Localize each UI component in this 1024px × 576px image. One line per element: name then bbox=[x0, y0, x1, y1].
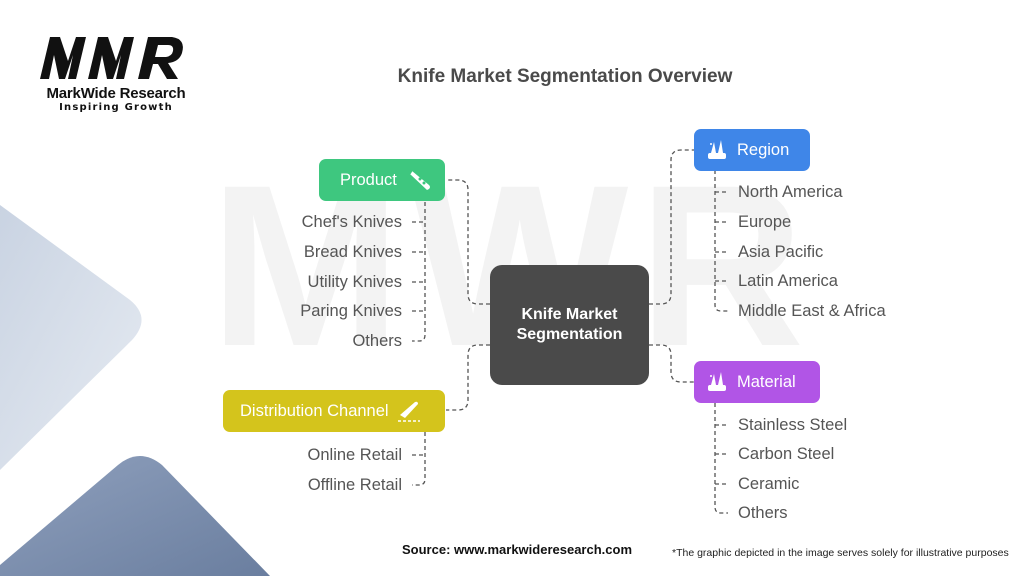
brand-logo: MarkWide Research Inspiring Growth bbox=[38, 33, 194, 113]
link-center-region bbox=[649, 149, 694, 305]
bg-shape-dark bbox=[0, 456, 270, 576]
region-item-4: Latin America bbox=[738, 272, 838, 290]
knife-slice-icon bbox=[397, 401, 420, 422]
source-text: Source: www.markwideresearch.com bbox=[402, 542, 633, 557]
link-distribution-items bbox=[412, 432, 426, 486]
branch-product: Product bbox=[319, 159, 445, 201]
branch-product-label: Product bbox=[340, 170, 397, 189]
branch-region: Region bbox=[694, 129, 810, 171]
knife-icon bbox=[409, 170, 430, 190]
multitool-icon bbox=[708, 140, 726, 159]
center-node: Knife Market Segmentation bbox=[490, 265, 649, 385]
brand-name: MarkWide Research bbox=[46, 85, 186, 102]
link-center-product bbox=[446, 179, 490, 305]
link-product-items bbox=[412, 202, 426, 342]
region-item-3: Asia Pacific bbox=[738, 243, 824, 261]
link-region-items bbox=[714, 170, 728, 312]
center-label-line2: Segmentation bbox=[516, 326, 623, 343]
link-center-distribution bbox=[446, 344, 490, 411]
branch-distribution: Distribution Channel bbox=[223, 390, 445, 432]
multitool-icon bbox=[708, 372, 726, 391]
bg-shape-light bbox=[0, 205, 142, 470]
material-item-3: Ceramic bbox=[738, 475, 800, 493]
product-item-3: Utility Knives bbox=[307, 273, 402, 291]
product-item-5: Others bbox=[352, 332, 402, 350]
branch-distribution-label: Distribution Channel bbox=[240, 401, 389, 420]
distribution-item-1: Online Retail bbox=[307, 446, 402, 464]
material-item-2: Carbon Steel bbox=[738, 445, 835, 463]
center-label-line1: Knife Market bbox=[521, 306, 618, 323]
region-item-2: Europe bbox=[738, 213, 792, 231]
product-item-1: Chef's Knives bbox=[301, 213, 402, 231]
page-title: Knife Market Segmentation Overview bbox=[397, 66, 733, 87]
branch-region-label: Region bbox=[737, 140, 790, 159]
mwr-logo-icon bbox=[40, 37, 183, 79]
product-item-2: Bread Knives bbox=[303, 243, 402, 261]
region-item-5: Middle East & Africa bbox=[738, 302, 886, 320]
brand-tagline: Inspiring Growth bbox=[59, 102, 173, 113]
disclaimer-note: *The graphic depicted in the image serve… bbox=[672, 547, 1009, 559]
region-item-1: North America bbox=[738, 183, 843, 201]
material-item-4: Others bbox=[738, 504, 788, 522]
branch-material-label: Material bbox=[737, 372, 796, 391]
branch-material: Material bbox=[694, 361, 820, 403]
link-material-items bbox=[714, 403, 728, 514]
link-center-material bbox=[649, 344, 694, 383]
material-item-1: Stainless Steel bbox=[738, 416, 848, 434]
distribution-item-2: Offline Retail bbox=[307, 476, 402, 494]
product-item-4: Paring Knives bbox=[300, 302, 402, 320]
